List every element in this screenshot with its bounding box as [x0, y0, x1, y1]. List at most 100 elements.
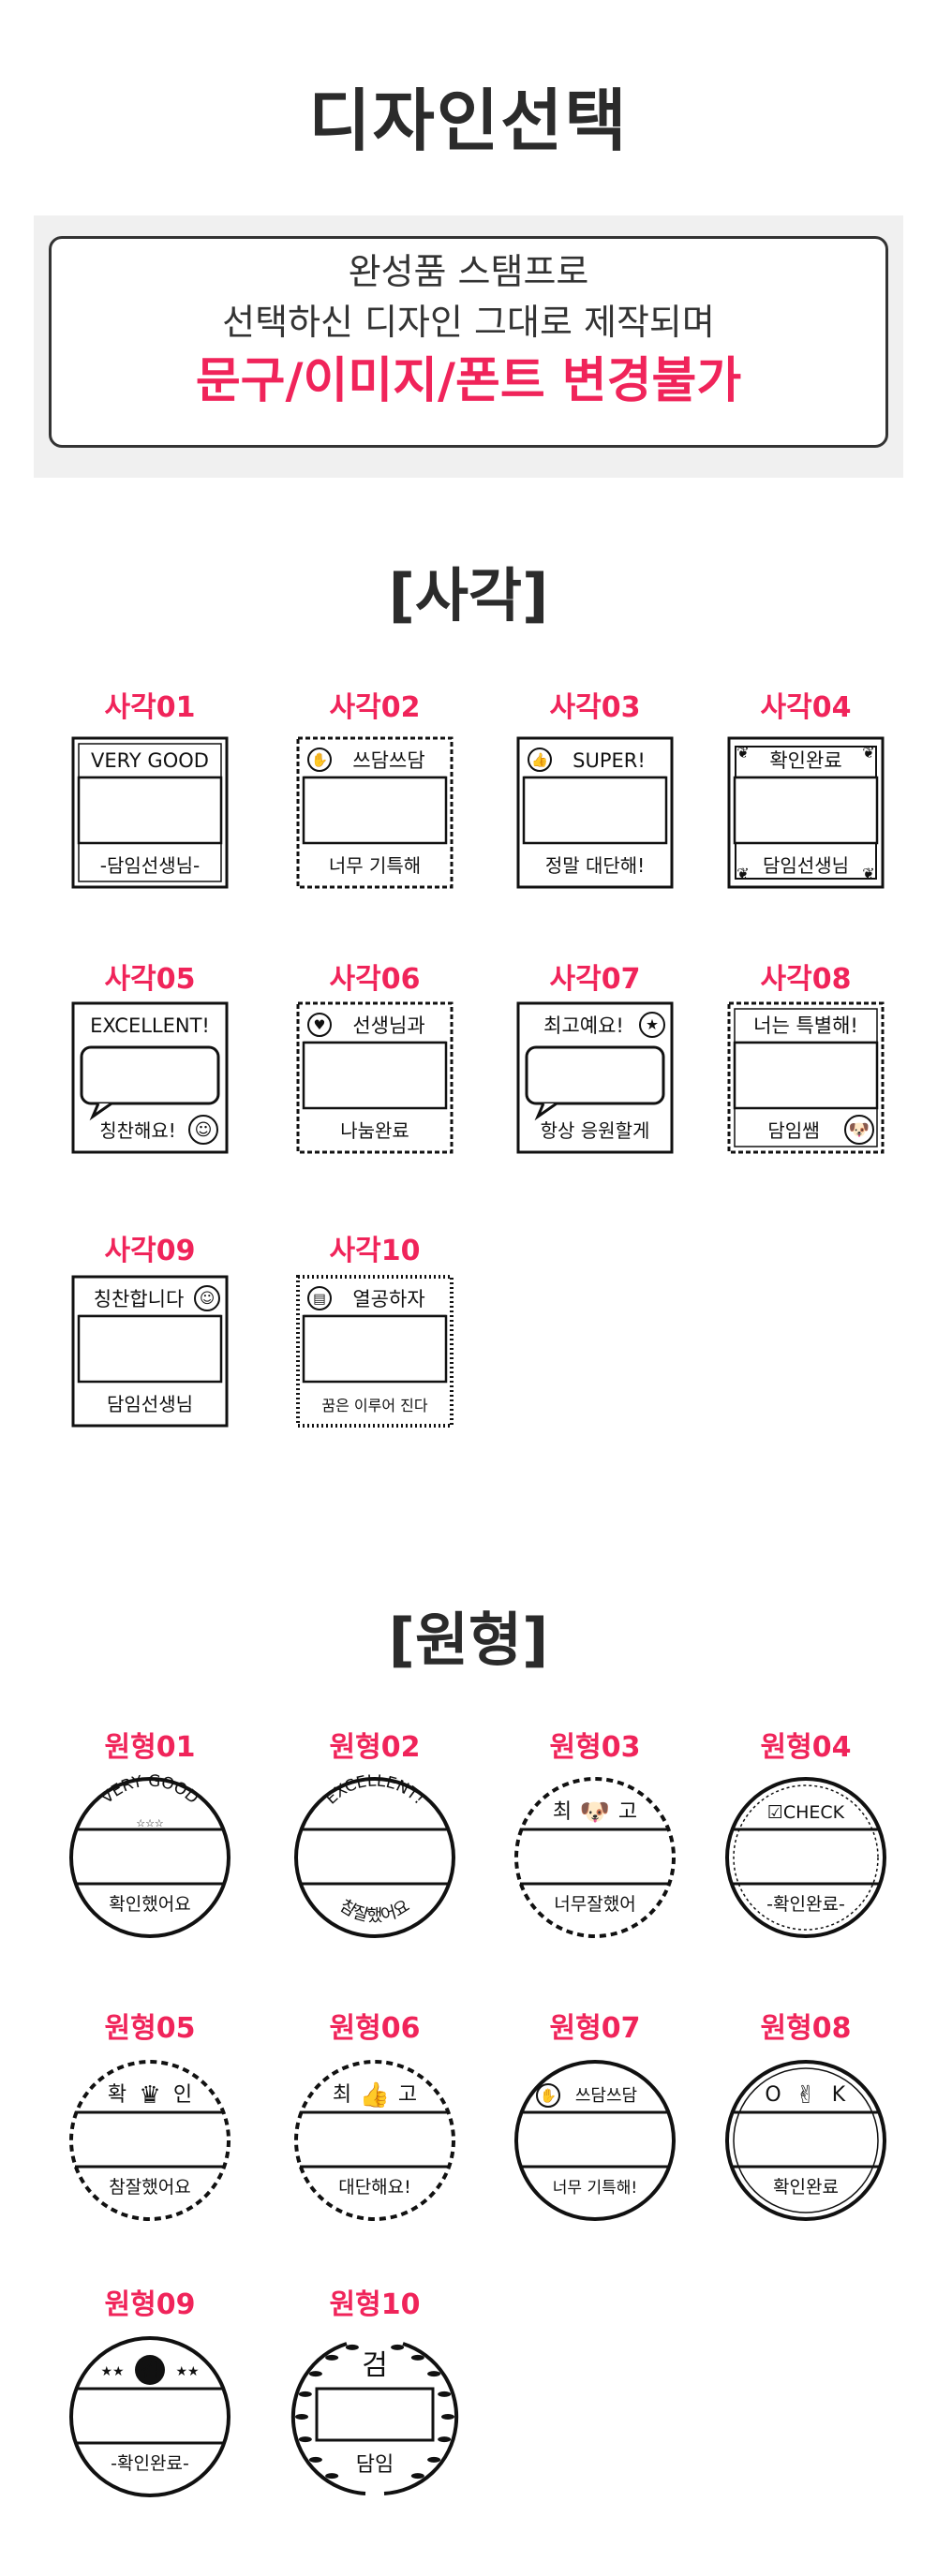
- square-stamp-bottom-text: 담임선생님: [107, 1393, 193, 1415]
- thumbs-up-icon: 👍: [528, 748, 552, 772]
- square-stamp-label-9: 사각09: [104, 1235, 196, 1267]
- round-stamp-top-left-text: 최: [333, 2083, 351, 2107]
- square-stamp-7[interactable]: 최고예요! ★ 항상 응원할게: [515, 1000, 675, 1155]
- svg-text:☺: ☺: [195, 1120, 213, 1140]
- round-stamp-label-2: 원형02: [329, 1731, 421, 1764]
- smile-icon: ☺: [194, 1285, 220, 1311]
- svg-text:✋: ✋: [540, 2087, 557, 2104]
- round-stamp-label-4: 원형04: [760, 1731, 852, 1764]
- round-stamp-bottom-text: 너무 기특해!: [553, 2179, 637, 2198]
- svg-text:★: ★: [646, 1016, 659, 1033]
- round-stamp-bottom-text: 너무잘했어: [554, 1894, 635, 1915]
- round-stamp-bottom-text: 담임: [356, 2453, 394, 2477]
- section-title-square: [사각]: [388, 561, 549, 629]
- leaf-ornament-icon: ❦: [736, 744, 749, 762]
- round-stamp-10[interactable]: 검담임: [290, 2332, 459, 2501]
- square-stamp-label-1: 사각01: [104, 691, 196, 724]
- leaf-ornament-icon: ❦: [736, 865, 749, 882]
- puppy-icon: 🐶: [580, 1799, 610, 1827]
- square-stamp-bottom-text: -담임선생님-: [100, 854, 200, 877]
- square-stamp-label-6: 사각06: [329, 963, 421, 996]
- round-stamp-bottom-text: 확인완료: [773, 2177, 839, 2198]
- round-stamp-label-10: 원형10: [329, 2288, 421, 2321]
- square-stamp-bottom-text: 담임선생님: [763, 854, 849, 877]
- round-stamp-5[interactable]: 확 인 ♛ 참잘했어요: [66, 2056, 234, 2225]
- notice-line-1: 완성품 스탬프로: [348, 251, 589, 292]
- round-stamp-label-3: 원형03: [549, 1731, 641, 1764]
- page-title: 디자인선택: [308, 81, 629, 160]
- round-stamp-label-6: 원형06: [329, 2012, 421, 2045]
- notice-line-2: 선택하신 디자인 그대로 제작되며: [222, 302, 715, 343]
- svg-text:👍: 👍: [531, 751, 548, 768]
- square-stamp-4[interactable]: 확인완료❦❦❦❦담임선생님: [726, 735, 885, 890]
- round-stamp-top-right-text: K: [832, 2083, 846, 2107]
- square-stamp-8[interactable]: 너는 특별해!담임쌤🐶: [726, 1000, 885, 1155]
- notice-box: 완성품 스탬프로 선택하신 디자인 그대로 제작되며 문구/이미지/폰트 변경불…: [49, 236, 888, 448]
- round-stamp-4[interactable]: ☑CHECK -확인완료-: [721, 1773, 890, 1942]
- star-face-icon: ★: [639, 1012, 665, 1038]
- square-stamp-3[interactable]: 👍 SUPER! 정말 대단해!: [515, 735, 675, 890]
- round-stamp-label-8: 원형08: [760, 2012, 852, 2045]
- notice-warning: 문구/이미지/폰트 변경불가: [195, 353, 742, 409]
- round-stamp-3[interactable]: 최 고 🐶 너무잘했어: [511, 1773, 679, 1942]
- thumbs-up-icon: 👍: [360, 2080, 390, 2110]
- round-stamp-top-left-text: 최: [553, 1800, 572, 1824]
- square-stamp-bottom-text: 꿈은 이루어 진다: [321, 1397, 427, 1414]
- book-icon: ▤: [307, 1286, 332, 1310]
- square-stamp-top-text: 선생님과: [352, 1014, 424, 1037]
- square-stamp-label-5: 사각05: [104, 963, 196, 996]
- square-stamp-label-2: 사각02: [329, 691, 421, 724]
- square-stamp-top-text: 확인완료: [769, 749, 841, 772]
- square-stamp-bottom-text: 나눔완료: [340, 1119, 409, 1142]
- round-stamp-9[interactable]: 검★★★★-확인완료-: [66, 2332, 234, 2501]
- round-stamp-label-1: 원형01: [104, 1731, 196, 1764]
- square-stamp-top-text: EXCELLENT!: [90, 1014, 210, 1037]
- square-stamp-top-text: 너는 특별해!: [753, 1014, 858, 1037]
- round-stamp-bottom-text: -확인완료-: [766, 1894, 845, 1915]
- paw-icon: ✋: [307, 748, 332, 772]
- svg-text:🐶: 🐶: [849, 1120, 870, 1140]
- ok-hand-icon: ✌: [796, 2081, 816, 2110]
- round-stamp-top-text: 쓰담쓰담: [575, 2086, 637, 2106]
- round-stamp-top-right-text: 고: [398, 2083, 417, 2107]
- round-stamp-bottom-text: 참잘했어요: [109, 2177, 190, 2198]
- round-stamp-2[interactable]: EXCELLENT!참잘했어요: [290, 1773, 459, 1942]
- square-stamp-bottom-text: 너무 기특해: [329, 854, 421, 877]
- round-stamp-top-text: 검: [141, 2360, 159, 2383]
- seal-disc: [135, 2355, 165, 2385]
- svg-text:♥: ♥: [314, 1018, 326, 1033]
- square-stamp-label-8: 사각08: [760, 963, 852, 996]
- round-stamp-top-text: ☑CHECK: [767, 1802, 845, 1823]
- square-stamp-bottom-text: 칭찬해요!: [99, 1119, 176, 1142]
- heart-face-icon: ♥: [307, 1013, 332, 1037]
- star-icon: ★★: [175, 2364, 199, 2379]
- square-stamp-bottom-text: 정말 대단해!: [545, 854, 645, 877]
- round-stamp-label-7: 원형07: [549, 2012, 641, 2045]
- round-stamp-top-left-text: 확: [108, 2083, 126, 2107]
- square-stamp-top-text: 쓰담쓰담: [352, 749, 424, 772]
- square-stamp-label-4: 사각04: [760, 691, 852, 724]
- square-stamp-label-10: 사각10: [329, 1235, 421, 1267]
- square-stamp-5[interactable]: EXCELLENT! 칭찬해요! ☺: [70, 1000, 230, 1155]
- round-stamp-1[interactable]: VERY GOOD☆☆☆확인했어요: [66, 1773, 234, 1942]
- crown-icon: ♛: [139, 2081, 160, 2110]
- round-stamp-top-right-text: 고: [618, 1800, 637, 1824]
- square-stamp-top-text: 열공하자: [352, 1288, 424, 1310]
- square-stamp-top-text: 최고예요!: [543, 1014, 624, 1037]
- round-stamp-top-right-text: 인: [173, 2083, 192, 2107]
- round-stamp-label-5: 원형05: [104, 2012, 196, 2045]
- square-stamp-bottom-text: 항상 응원할게: [541, 1119, 650, 1142]
- square-stamp-1[interactable]: VERY GOOD-담임선생님-: [70, 735, 230, 890]
- square-stamp-top-text: SUPER!: [573, 749, 646, 772]
- paw-icon: ✋: [536, 2083, 560, 2108]
- section-title-round: [원형]: [388, 1606, 549, 1674]
- svg-text:▤: ▤: [313, 1292, 326, 1307]
- round-stamp-label-9: 원형09: [104, 2288, 196, 2321]
- square-stamp-9[interactable]: 칭찬합니다☺담임선생님: [70, 1274, 230, 1429]
